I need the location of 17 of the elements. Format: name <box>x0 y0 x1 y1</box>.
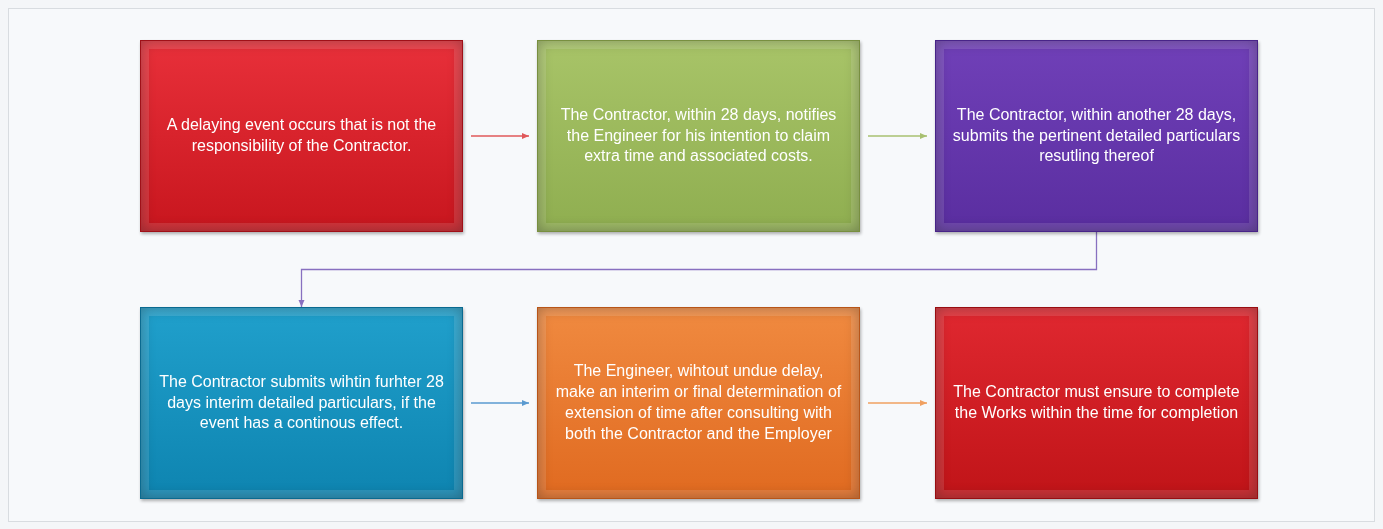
arrow <box>470 400 530 406</box>
arrow <box>298 231 1098 308</box>
box-text: The Contractor must ensure to complete the Works within the time for completion <box>952 382 1241 423</box>
arrow <box>470 133 530 139</box>
process-box <box>935 40 1258 232</box>
process-box <box>537 40 860 232</box>
box-text: A delaying event occurs that is not the responsibility of the Contractor. <box>165 115 438 156</box>
arrow <box>867 400 928 406</box>
process-box <box>140 307 463 499</box>
box-text: The Contractor submits wihtin furhter 28 days interim detailed particulars, if the event has a continous effect. <box>158 371 445 434</box>
process-box <box>935 307 1258 499</box>
box-text: The Contractor, within 28 days, notifies the Engineer for his intention to claim extra time and associated costs. <box>559 104 838 167</box>
box-text: The Contractor, within another 28 days, submits the pertinent detailed particulars resutling thereof <box>951 104 1242 167</box>
process-box <box>537 307 860 499</box>
arrow <box>867 133 928 139</box>
process-box <box>140 40 463 232</box>
box-text: The Engineer, wihtout undue delay, make an interim or final determination of extension of time after consulting with both the Contractor and the Employer <box>554 361 843 444</box>
